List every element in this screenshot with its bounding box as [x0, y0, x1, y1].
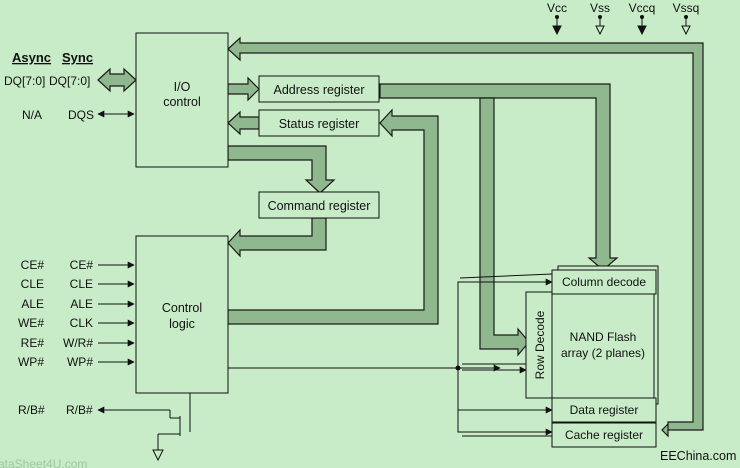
sync-signal-label: CE#	[70, 258, 94, 272]
dqs-label: DQS	[68, 108, 94, 122]
async-signal-label: ALE	[21, 297, 44, 311]
na-label: N/A	[22, 108, 42, 122]
async-signal-label: WE#	[18, 316, 44, 330]
sync-signal-label: ALE	[70, 297, 93, 311]
io-control-block	[135, 32, 229, 168]
control-label-1: Control	[162, 301, 202, 315]
control-label-2: logic	[169, 317, 195, 331]
power-pin-arrow	[595, 25, 605, 36]
status-register-block	[258, 109, 380, 137]
junction-dot	[455, 365, 461, 371]
sync-signal-label: WP#	[67, 355, 93, 369]
bus-address-to-column	[379, 83, 619, 271]
row-decode-label: Row Decode	[533, 310, 547, 379]
power-pin-label: Vcc	[547, 1, 567, 15]
async-signal-label: CE#	[21, 258, 45, 272]
watermark-right: EEChina.com	[660, 449, 736, 463]
address-register-label: Address register	[273, 83, 364, 97]
rb-output-driver	[97, 393, 191, 462]
bus-command-to-control	[227, 217, 327, 258]
cache-register-label: Cache register	[565, 428, 643, 442]
wire-to-cache-register	[457, 410, 553, 436]
io-label-2: control	[163, 95, 201, 109]
cache-register-block	[551, 422, 657, 448]
address-register-block	[258, 75, 380, 103]
io-label-1: I/O	[174, 80, 191, 94]
bus-io-return	[227, 36, 704, 438]
bus-status-to-io	[227, 110, 260, 136]
async-signal-label: WP#	[18, 355, 44, 369]
sync-header: Sync	[62, 50, 93, 65]
power-pin-arrow	[681, 25, 691, 36]
sync-signal-label: W/R#	[63, 336, 93, 350]
bus-control-to-status	[227, 108, 439, 325]
power-pin-arrow	[637, 25, 647, 36]
watermark-left: ataSheet4U.com	[0, 457, 87, 468]
power-pin-label: Vssq	[673, 1, 700, 15]
bus-address-to-row	[479, 97, 530, 357]
data-register-block	[551, 397, 657, 423]
column-decode-label: Column decode	[562, 275, 646, 289]
power-pin-arrow	[552, 25, 562, 36]
status-register-label: Status register	[279, 117, 360, 131]
bus-dq	[97, 67, 137, 93]
command-register-block	[258, 191, 380, 219]
rb-sync-label: R/B#	[66, 403, 93, 417]
command-register-label: Command register	[268, 199, 371, 213]
sync-signal-label: CLK	[70, 316, 93, 330]
bus-io-to-command	[227, 145, 336, 194]
nand-label-1: NAND Flash	[570, 330, 637, 344]
sync-signal-label: CLE	[70, 277, 93, 291]
async-signal-label: RE#	[21, 336, 45, 350]
power-pin-label: Vccq	[629, 1, 656, 15]
dq-sync-label: DQ[7:0]	[49, 74, 90, 88]
async-signal-label: CLE	[21, 277, 44, 291]
column-decode-block	[551, 269, 657, 295]
power-pin-label: Vss	[590, 1, 610, 15]
bus-io-to-address	[227, 76, 260, 102]
async-header: Async	[12, 50, 51, 65]
data-register-label: Data register	[570, 403, 639, 417]
nand-label-2: array (2 planes)	[561, 346, 645, 360]
row-decode-block	[525, 291, 553, 399]
rb-async-label: R/B#	[18, 403, 45, 417]
dq-async-label: DQ[7:0]	[4, 74, 45, 88]
control-logic-block	[135, 235, 229, 394]
power-pins: Vcc Vss Vccq Vssq	[547, 1, 700, 36]
control-signal-rows: CE# CE# CLE CLE ALE ALE WE# CLK RE# W/R# WP# WP#	[18, 258, 135, 369]
wire-to-column-decode	[457, 281, 470, 368]
